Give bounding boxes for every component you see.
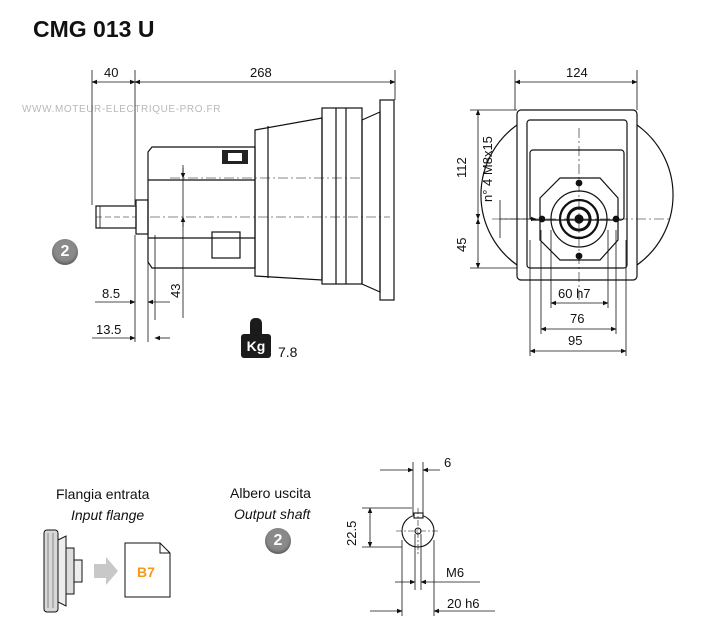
watermark: WWW.MOTEUR-ELECTRIQUE-PRO.FR: [22, 104, 222, 115]
input-flange-label-en: Input flange: [71, 507, 145, 523]
note-badge-side: 2: [52, 239, 78, 265]
dim-76-label: 76: [570, 311, 585, 326]
weight-unit: Kg: [241, 334, 271, 358]
output-shaft-label-it: Albero uscita: [230, 485, 311, 501]
drawing-title: CMG 013 U: [33, 16, 155, 42]
dim-43-label: 43: [168, 283, 183, 298]
dim-6-label: 6: [444, 455, 452, 470]
dim-13-5-label: 13.5: [96, 322, 122, 337]
dim-124-label: 124: [566, 65, 588, 80]
dim-40-label: 40: [104, 65, 119, 80]
dim-112-label: 112: [454, 157, 469, 178]
dim-60-h7-label: 60 h7: [558, 286, 591, 301]
dim-22-5-label: 22.5: [344, 520, 359, 546]
doc-code-label: B7: [137, 564, 155, 580]
bolt-note-label: n° 4 M8x15: [480, 136, 495, 202]
weight-value: 7.8: [278, 344, 298, 360]
arrow-icon: [94, 557, 118, 585]
note-badge-output: 2: [265, 528, 291, 554]
side-view-drawing: [91, 70, 396, 342]
dim-45-label: 45: [454, 237, 469, 252]
dim-95-label: 95: [568, 333, 583, 348]
dim-8-5-label: 8.5: [102, 286, 121, 301]
dim-268-label: 268: [250, 65, 272, 80]
output-shaft-drawing: [362, 462, 495, 616]
input-flange-sketch: [43, 529, 83, 613]
weight-icon: [250, 318, 262, 336]
front-view-drawing: [470, 70, 674, 356]
dim-m6-label: M6: [446, 565, 465, 580]
dim-20-h6-label: 20 h6: [447, 596, 480, 611]
output-shaft-label-en: Output shaft: [234, 506, 311, 522]
input-flange-label-it: Flangia entrata: [56, 486, 150, 502]
document-icon: [124, 542, 171, 598]
